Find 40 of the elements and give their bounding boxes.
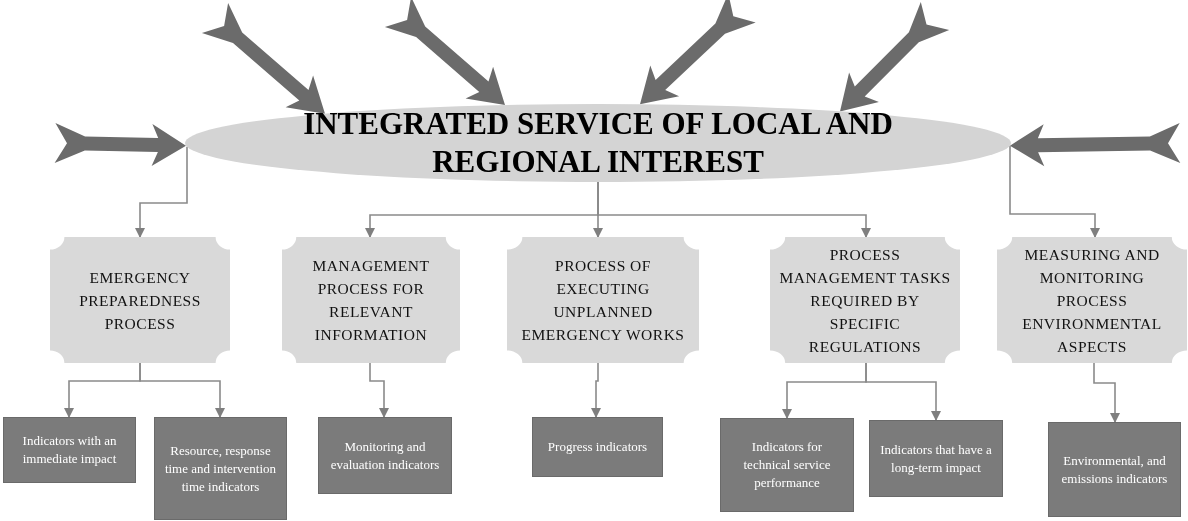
indicator-label: Indicators that have a long-term impact — [879, 440, 993, 477]
indicator-box — [869, 420, 1003, 497]
indicator-box — [532, 417, 663, 477]
title-text: INTEGRATED SERVICE OF LOCAL AND REGIONAL INTEREST — [302, 105, 894, 181]
thick-arrow — [54, 123, 186, 166]
indicator-label: Monitoring and evaluation indicators — [329, 437, 441, 474]
indicator-label: Progress indicators — [547, 438, 648, 456]
connector-arrow — [139, 362, 225, 418]
process-label: EMERGENCY PREPAREDNESS PROCESS — [78, 267, 202, 334]
thick-arrow — [840, 1, 950, 112]
thick-arrow — [384, 0, 505, 105]
connector-arrow — [597, 181, 871, 238]
process-box — [770, 237, 960, 363]
indicator-box — [318, 417, 452, 494]
connector-arrow — [1009, 144, 1100, 238]
thick-arrow — [201, 2, 325, 114]
process-box — [507, 237, 699, 363]
indicator-box — [1048, 422, 1181, 517]
process-label: PROCESS OF EXECUTING UNPLANNED EMERGENCY WORKS — [520, 256, 686, 345]
indicator-label: Resource, response time and intervention time indicators — [163, 441, 278, 496]
connector-arrow — [369, 362, 389, 418]
process-box — [50, 237, 230, 363]
indicator-label: Indicators for technical service performance — [742, 438, 832, 492]
connector-arrow — [865, 362, 941, 421]
connector-arrow — [1093, 362, 1120, 423]
indicator-label: Indicators with an immediate impact — [21, 432, 118, 468]
process-label: MANAGEMENT PROCESS FOR RELEVANT INFORMATION — [311, 256, 431, 345]
process-box — [282, 237, 460, 363]
indicator-box — [3, 417, 136, 483]
process-label: PROCESS MANAGEMENT TASKS REQUIRED BY SPECIFIC REGULATIONS — [778, 244, 952, 357]
indicator-label: Environmental, and emissions indicators — [1060, 451, 1169, 488]
connector-arrow — [135, 146, 188, 238]
ellipse-node — [185, 104, 1011, 182]
process-label: MEASURING AND MONITORING PROCESS ENVIRONMENTAL ASPECTS — [1021, 244, 1163, 357]
indicator-box — [154, 417, 287, 520]
indicator-box — [720, 418, 854, 512]
thick-arrow — [640, 0, 756, 105]
process-box — [997, 237, 1187, 363]
connector-arrow — [591, 362, 601, 418]
thick-arrow — [1010, 123, 1181, 167]
